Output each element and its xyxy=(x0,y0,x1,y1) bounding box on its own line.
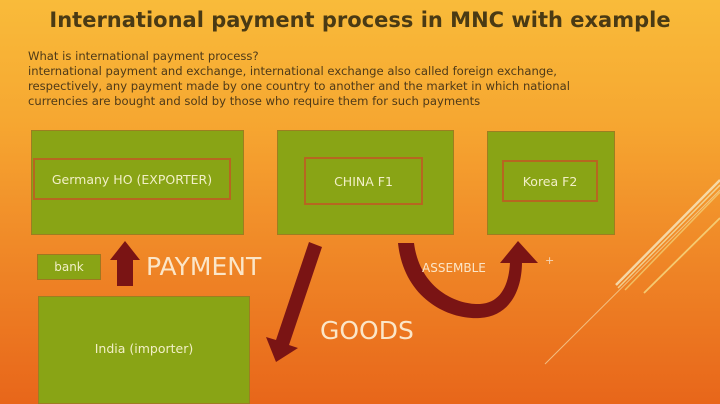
india-node: India (importer) xyxy=(38,296,250,404)
slide-title: International payment process in MNC wit… xyxy=(49,8,671,32)
decorative-lines xyxy=(544,179,720,365)
china-label: CHINA F1 xyxy=(334,173,393,189)
india-label: India (importer) xyxy=(94,340,194,356)
assemble-curved-arrow-icon xyxy=(398,241,538,319)
korea-label: Korea F2 xyxy=(522,173,578,189)
payment-up-arrow-icon xyxy=(110,241,140,286)
goods-label: GOODS xyxy=(320,316,414,345)
intro-question: What is international payment process? xyxy=(28,49,259,63)
plus-sign: + xyxy=(545,254,555,267)
bank-node: bank xyxy=(37,254,101,280)
intro-text: What is international payment process? i… xyxy=(28,49,708,109)
china-node-inner: CHINA F1 xyxy=(304,157,423,205)
germany-label: Germany HO (EXPORTER) xyxy=(51,171,213,187)
intro-line-3: currencies are bought and sold by those … xyxy=(28,94,481,108)
china-node: CHINA F1 xyxy=(277,130,454,235)
korea-node-inner: Korea F2 xyxy=(502,160,598,202)
germany-node: Germany HO (EXPORTER) xyxy=(31,130,244,235)
assemble-label: ASSEMBLE xyxy=(422,261,486,275)
korea-node: Korea F2 xyxy=(487,131,615,235)
germany-node-inner: Germany HO (EXPORTER) xyxy=(33,158,231,200)
goods-down-arrow-icon xyxy=(266,242,322,362)
payment-label: PAYMENT xyxy=(146,252,262,281)
intro-line-1: international payment and exchange, inte… xyxy=(28,64,557,78)
intro-line-2: respectively, any payment made by one co… xyxy=(28,79,570,93)
